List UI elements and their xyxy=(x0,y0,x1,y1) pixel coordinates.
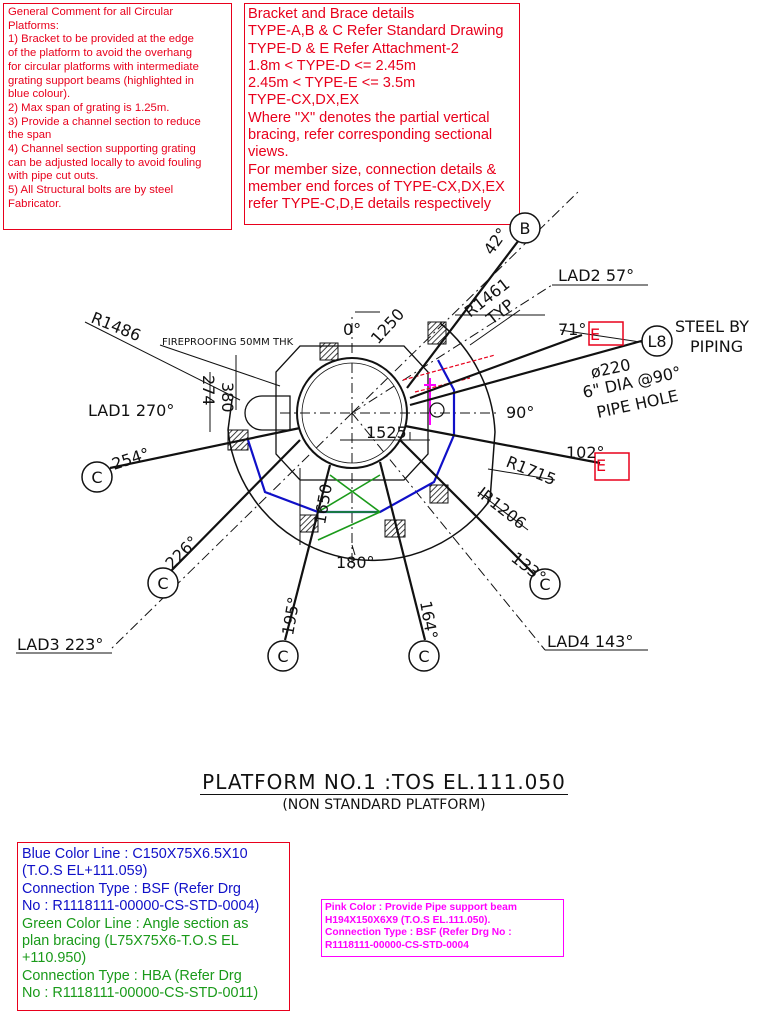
legend-line: Blue Color Line : C150X75X6.5X10 xyxy=(22,846,248,862)
label-254-deg: 254° xyxy=(109,444,152,474)
bubble-c-226: C xyxy=(157,574,168,593)
note-line: Platforms: xyxy=(8,19,59,32)
label-steel-by: STEEL BY xyxy=(675,317,749,336)
type-e-boxes xyxy=(588,321,630,481)
bracket-brace-note: Bracket and Brace details TYPE-A,B & C R… xyxy=(244,3,520,225)
label-r1486: R1486 xyxy=(89,308,144,345)
label-1650: 1650 xyxy=(310,482,336,525)
note-line: 5) All Structural bolts are by steel xyxy=(8,184,174,197)
pipe-hole xyxy=(429,402,445,418)
legend-line: Green Color Line : Angle section as xyxy=(22,915,249,932)
label-164-deg: 164° xyxy=(416,599,441,640)
pink-legend: Pink Color : Provide Pipe support beam H… xyxy=(321,899,564,957)
note-line: Fabricator. xyxy=(8,197,62,210)
drawing-title: PLATFORM NO.1 :TOS EL.111.050 xyxy=(200,770,568,795)
note-line: 4) Channel section supporting grating xyxy=(8,143,196,156)
platform-plan-drawing: B L8 C C C C C E E R1486 FIREPROOFING 50… xyxy=(16,189,749,672)
note-line: for circular platforms with intermediate xyxy=(8,60,199,73)
legend-line: (T.O.S EL+111.059) xyxy=(22,863,148,880)
note-line: 1) Bracket to be provided at the edge xyxy=(8,33,194,46)
note-line: 2) Max span of grating is 1.25m. xyxy=(8,101,170,114)
drawing-title-block: PLATFORM NO.1 :TOS EL.111.050 (NON STAND… xyxy=(0,770,768,813)
vessel-shell xyxy=(296,357,408,469)
label-42-deg: 42° xyxy=(480,224,512,258)
label-274: 274 xyxy=(199,375,218,406)
label-195-deg: 195° xyxy=(278,595,303,636)
label-ir1206: IR1206 xyxy=(474,483,530,533)
pipe-cutout xyxy=(402,354,496,393)
label-71-deg: 71° xyxy=(558,320,586,339)
lad-centerlines xyxy=(109,189,581,651)
manway-nozzle xyxy=(244,395,291,431)
note-line: TYPE-D & E Refer Attachment-2 xyxy=(248,40,459,57)
note-line: For member size, connection details & xyxy=(248,161,497,178)
bubble-c-133: C xyxy=(539,575,550,594)
label-180-deg: 180° xyxy=(336,553,375,572)
bubble-b: B xyxy=(520,219,531,238)
legend-line: Connection Type : HBA (Refer Drg xyxy=(22,967,242,984)
label-lad2: LAD2 57° xyxy=(558,266,634,285)
note-line: of the platform to avoid the overhang xyxy=(8,47,193,60)
legend-line: No : R1118111-00000-CS-STD-0004) xyxy=(22,898,260,915)
note-line: 3) Provide a channel section to reduce xyxy=(8,115,201,128)
label-piping: PIPING xyxy=(690,337,743,356)
fireproofing-outline xyxy=(275,345,429,481)
note-line: 1.8m < TYPE-D <= 2.45m xyxy=(248,57,417,74)
label-90-deg: 90° xyxy=(506,403,534,422)
dimension-lines xyxy=(16,284,661,654)
drawing-subtitle: (NON STANDARD PLATFORM) xyxy=(282,797,486,813)
note-line: bracing, refer corresponding sectional xyxy=(248,127,493,144)
note-line: grating support beams (highlighted in xyxy=(8,74,194,87)
label-1525: 1525 xyxy=(366,423,407,442)
note-line: Bracket and Brace details xyxy=(248,6,415,22)
bubble-e-71: E xyxy=(590,325,600,344)
note-line: can be adjusted locally to avoid fouling xyxy=(8,156,202,169)
label-lad4: LAD4 143° xyxy=(547,632,633,651)
general-comment-note: General Comment for all Circular Platfor… xyxy=(3,3,232,230)
vessel-inner xyxy=(301,362,403,464)
bubble-e-102: E xyxy=(596,456,606,475)
label-r1715: R1715 xyxy=(504,452,559,489)
green-plan-bracing xyxy=(317,474,381,541)
note-line: the span xyxy=(8,129,52,142)
label-lad1: LAD1 270° xyxy=(88,401,174,420)
label-226-deg: 226° xyxy=(161,532,202,573)
note-line: blue colour). xyxy=(8,88,71,101)
bubble-c-195: C xyxy=(277,647,288,666)
label-380: 380 xyxy=(218,382,237,413)
legend-line: H194X150X6X9 (T.O.S EL.111.050). xyxy=(325,914,491,926)
legend-line: Pink Color : Provide Pipe support beam xyxy=(325,902,517,913)
bubble-c-254: C xyxy=(91,468,102,487)
label-102-deg: 102° xyxy=(566,443,605,462)
legend-line: +110.950) xyxy=(22,950,87,967)
legend-line: plan bracing (L75X75X6-T.O.S EL xyxy=(22,933,239,950)
bubble-c-164: C xyxy=(418,647,429,666)
note-line: TYPE-A,B & C Refer Standard Drawing xyxy=(248,23,504,40)
note-line: Where "X" denotes the partial vertical xyxy=(248,109,490,126)
label-lad3: LAD3 223° xyxy=(17,635,103,654)
label-1250: 1250 xyxy=(367,305,408,348)
note-line: General Comment for all Circular xyxy=(8,6,174,18)
legend-line: No : R1118111-00000-CS-STD-0011) xyxy=(22,985,259,1002)
bubble-l8: L8 xyxy=(647,332,666,351)
legend-line: Connection Type : BSF (Refer Drg No : xyxy=(325,927,512,939)
note-line: 2.45m < TYPE-E <= 3.5m xyxy=(248,75,416,92)
legend-line: Connection Type : BSF (Refer Drg xyxy=(22,880,241,897)
legend-line: R1118111-00000-CS-STD-0004 xyxy=(325,939,469,951)
pink-pipe-support-beam xyxy=(424,378,436,425)
note-line: refer TYPE-C,D,E details respectively xyxy=(248,196,492,213)
note-line: views. xyxy=(248,144,289,161)
note-line: member end forces of TYPE-CX,DX,EX xyxy=(248,178,505,195)
radial-leaders xyxy=(109,231,646,641)
label-fireproofing: FIREPROOFING 50MM THK xyxy=(162,337,294,348)
blue-green-legend: Blue Color Line : C150X75X6.5X10 (T.O.S … xyxy=(17,842,290,1011)
label-0-deg: 0° xyxy=(343,320,361,339)
blue-channel-beam xyxy=(246,359,456,514)
note-line: TYPE-CX,DX,EX xyxy=(248,92,360,109)
tag-bubbles xyxy=(81,212,673,672)
note-line: with pipe cut outs. xyxy=(8,170,99,183)
